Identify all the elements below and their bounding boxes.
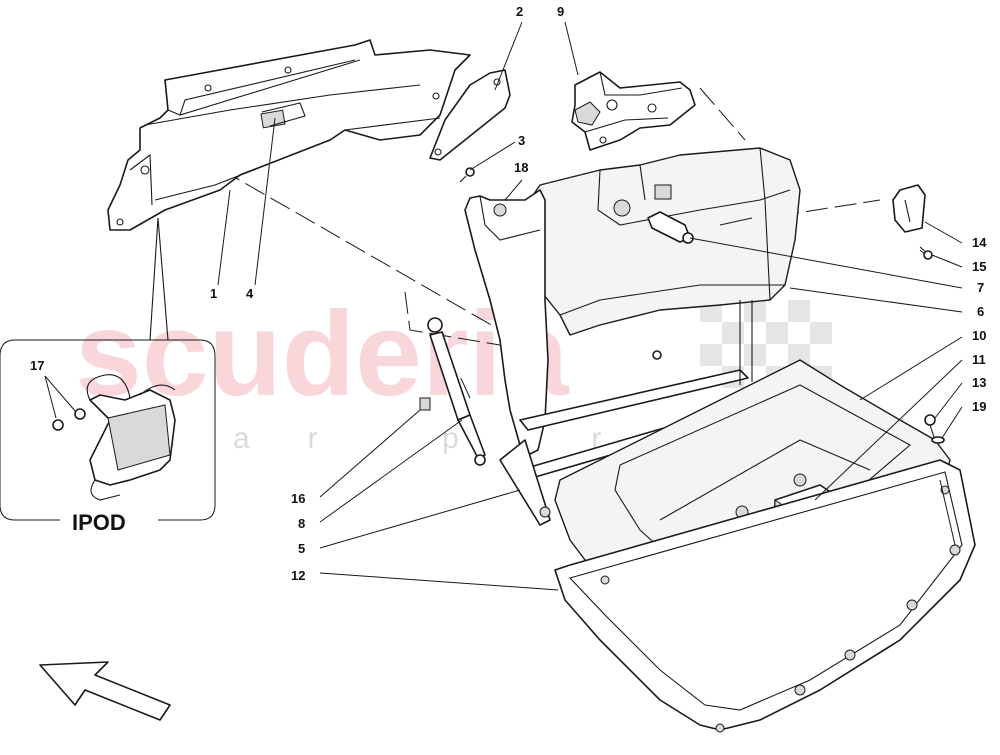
callout-2: 2: [516, 4, 523, 19]
part-screw-3: [459, 167, 475, 183]
part-gas-strut: [427, 317, 486, 466]
part-clip-16: [419, 397, 431, 411]
callout-3: 3: [518, 133, 525, 148]
callout-5: 5: [298, 541, 305, 556]
front-direction-arrow-icon: [39, 661, 171, 721]
ipod-holder-bracket: [86, 374, 176, 501]
ipod-screw: [74, 408, 86, 420]
callout-9: 9: [557, 4, 564, 19]
part-outer-lid: [554, 459, 976, 733]
callout-18: 18: [514, 160, 528, 175]
part-upper-frame: [107, 39, 471, 231]
callout-7: 7: [977, 280, 984, 295]
part-hinge-arm: [464, 189, 549, 456]
part-screw-13: [924, 414, 936, 441]
callout-11: 11: [972, 352, 986, 367]
callout-19: 19: [972, 399, 986, 414]
callout-16: 16: [291, 491, 305, 506]
callout-12: 12: [291, 568, 305, 583]
callout-6: 6: [977, 304, 984, 319]
callout-4: 4: [246, 286, 254, 301]
ipod-inset: IPOD 17: [0, 217, 216, 535]
callout-1: 1: [210, 286, 217, 301]
part-bumper: [892, 184, 933, 260]
part-latch: [571, 71, 696, 151]
part-washer-19: [931, 436, 945, 444]
callout-10: 10: [972, 328, 986, 343]
callout-13: 13: [972, 375, 986, 390]
callout-8: 8: [298, 516, 305, 531]
leader-lines: [217, 21, 963, 591]
callout-15: 15: [972, 259, 986, 274]
callout-14: 14: [972, 235, 987, 250]
callout-17: 17: [30, 358, 44, 373]
ipod-nut: [52, 419, 64, 431]
ipod-inset-title: IPOD: [72, 510, 126, 535]
